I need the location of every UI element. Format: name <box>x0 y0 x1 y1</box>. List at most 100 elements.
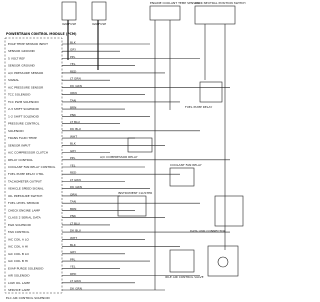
pcm-pin-label: TCC PWM SOLENOID <box>7 100 39 104</box>
vertical-trunks <box>67 20 226 290</box>
wire-color-label: LT GRN <box>70 178 81 182</box>
pcm-pin-label: AIR SOLENOID <box>8 274 30 278</box>
pcm-pin-label: 1-2 SHIFT SOLENOID <box>8 114 40 118</box>
fuel-pump-relay-box <box>199 81 223 103</box>
pcm-pin-label: TACHOMETER OUTPUT <box>7 180 42 184</box>
pcm-pin-label: OIL PRESSURE SWITCH <box>8 194 42 198</box>
wire-color-label: LT BLU <box>70 120 80 124</box>
pcm-pin-label: SOLENOID <box>8 129 24 133</box>
pcm-pin-label: A/C COMPRESSOR CLUTCH <box>8 151 48 155</box>
wire-color-label: PPL <box>70 258 76 262</box>
right-components: FUEL PUMP RELAY A/C COMPRESSOR RELAY COO… <box>100 81 244 279</box>
pcm-pin-label: FAN CONTROL <box>8 230 30 234</box>
pcm-pin-label: SENSOR GROUND <box>8 49 36 53</box>
wire-color-label: DK GRN <box>70 286 82 290</box>
pcm-pin-label: SENSOR INPUT <box>8 143 30 147</box>
fuel-pump-relay-label: FUEL PUMP RELAY <box>185 105 212 109</box>
wire-color-label: LT GRN <box>70 279 81 283</box>
pcm-pin-label: 2-3 SHIFT SOLENOID <box>8 107 40 111</box>
wire-color-label: GRY <box>70 149 76 153</box>
wire-color-label: TAN <box>69 200 76 204</box>
pcm-pin-label: PRESSURE CONTROL <box>8 122 40 126</box>
pcm-pin-label: CLASS 2 SERIAL DATA <box>8 216 42 220</box>
pcm-pin-label: SERVICE LAMP <box>8 288 30 292</box>
elc-air-control-label: ELC AIR CONTROL SOLENOID <box>6 296 51 300</box>
pcm-pin-label: TRANS FLUID TEMP <box>7 136 37 140</box>
dlc-label: DATA LINK CONNECTOR <box>190 229 226 233</box>
cluster-box <box>117 195 147 217</box>
wire-color-label: DK GRN <box>70 185 82 189</box>
pcm-pin-label: SENSOR GROUND <box>8 64 36 68</box>
fuse-label-2: IGN FUSE <box>92 22 106 26</box>
fuse-label-1: IGN FUSE <box>62 22 76 26</box>
wire-color-label: YEL <box>70 62 76 66</box>
wire-color-label: LT GRN <box>70 77 81 81</box>
ect-sensor-box <box>149 5 181 21</box>
ground-block <box>207 245 239 277</box>
pcm-pin-label: CHECK ENGINE LAMP <box>8 208 40 212</box>
wire-color-label: PNK <box>70 113 77 117</box>
ac-relay-box <box>127 137 153 153</box>
pcm-pin-label: FUEL PUMP RELAY CTRL <box>8 172 44 176</box>
wire-color-label: PNK <box>70 214 77 218</box>
wire-color-label: ORN <box>70 192 77 196</box>
wire-color-label: LT BLU <box>70 221 80 225</box>
wire-color-label: BLK <box>70 243 77 247</box>
pcm-frame <box>4 37 63 294</box>
top-components: IGN FUSE IGN FUSE ENGINE COOLANT TEMP SE… <box>61 1 245 26</box>
dlc-box <box>214 195 244 227</box>
pcm-pin-label: EVAP PURGE SOLENOID <box>8 266 44 270</box>
pcm-pin-label: FUEL LEVEL SENSOR <box>8 201 39 205</box>
pcm-pin-label: EGR SOLENOID <box>8 223 32 227</box>
wire-color-label: RED <box>70 69 77 73</box>
wire-color-label: BLK <box>70 40 77 44</box>
ect-sensor-label: ENGINE COOLANT TEMP SENSOR <box>150 1 200 5</box>
motor-symbol <box>217 256 229 268</box>
wire-color-label: PPL <box>70 55 76 59</box>
wire-color-label: RED <box>70 171 77 175</box>
wiring-diagram: IGN FUSE IGN FUSE ENGINE COOLANT TEMP SE… <box>4 1 245 300</box>
pcm-pin-label: IAC COIL B HI <box>8 259 28 263</box>
wire-color-label: PPL <box>70 156 76 160</box>
wire-color-label: ORN <box>70 91 77 95</box>
pcm-pin-label: EVAP TEMP SENSOR INPUT <box>8 42 48 46</box>
fan-relay-box <box>169 167 195 187</box>
wire-color-label: GRY <box>70 48 76 52</box>
pcm-pin-label: RELAY CONTROL <box>8 158 33 162</box>
wire-color-label: BRN <box>70 106 76 110</box>
pcm-pin-label: TCC SOLENOID <box>7 93 31 97</box>
wire-color-label: WHT <box>70 135 77 139</box>
pnp-switch-box <box>194 5 236 25</box>
fan-relay-label: COOLANT FAN RELAY <box>170 163 202 167</box>
ac-relay-label: A/C COMPRESSOR RELAY <box>100 155 138 159</box>
wire-color-label: DK BLU <box>70 127 81 131</box>
pcm-pin-label: A/C PRESSURE SENSOR <box>8 85 43 89</box>
pcm-title: POWERTRAIN CONTROL MODULE (PCM) <box>6 32 77 36</box>
cluster-label: INSTRUMENT CLUSTER <box>118 191 152 195</box>
pcm-pin-label: COOLANT FAN RELAY CONTROL <box>8 165 56 169</box>
pcm-pin-label: IAC COIL A HI <box>8 245 28 249</box>
pcm-pin-labels: EVAP TEMP SENSOR INPUT SENSOR GROUND 5 VOL… <box>7 42 56 292</box>
wire-color-label: YEL <box>70 163 76 167</box>
wire-color-label: GRY <box>70 250 76 254</box>
wire-color-label: BLK <box>70 142 77 146</box>
wire-color-label: RED <box>70 272 77 276</box>
wire-color-label: WHT <box>70 236 77 240</box>
wire-color-label: YEL <box>70 265 76 269</box>
fuse-block-2 <box>91 1 107 21</box>
fuse-block-1 <box>61 1 77 21</box>
wire-color-label: TAN <box>69 98 76 102</box>
wire-color-label: DK BLU <box>70 229 81 233</box>
pcm-pin-label: IAC COIL B LO <box>8 252 29 256</box>
pcm-pin-label: SIGNAL <box>8 78 19 82</box>
pcm-pin-label: 5 VOLT REF <box>8 57 25 61</box>
pcm-pin-label: LOW OIL LAMP <box>8 281 30 285</box>
pcm-pin-label: VEHICLE SPEED SIGNAL <box>8 187 44 191</box>
pcm-pin-label: IAC COIL A LO <box>8 237 29 241</box>
pcm-pin-label: A/C PRESSURE SENSOR <box>8 71 43 75</box>
pnp-switch-label: PARK NEUTRAL POSITION SWITCH <box>195 1 245 5</box>
wire-color-label: DK GRN <box>70 84 82 88</box>
wire-color-label: BRN <box>70 207 76 211</box>
iac-box <box>169 249 195 273</box>
iac-label: IDLE AIR CONTROL VALVE <box>165 275 204 279</box>
